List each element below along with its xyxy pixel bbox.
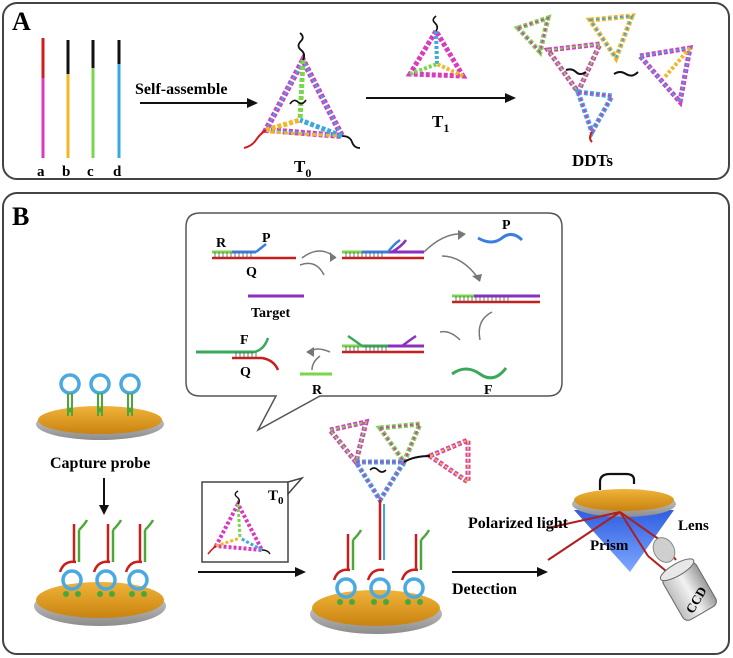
bubble-arrows — [299, 230, 493, 371]
ddt-cluster — [513, 13, 694, 143]
bubble-r-bottom-label: R — [312, 383, 323, 398]
detection-chip — [310, 529, 442, 634]
strand-label-b: b — [62, 164, 70, 180]
f-strand-right — [451, 367, 508, 380]
lens — [652, 537, 676, 563]
self-assemble-label: Self-assemble — [135, 81, 227, 98]
t0-label: T0 — [294, 157, 311, 180]
panel-b-letter: B — [12, 202, 29, 231]
bubble-q-label: Q — [246, 265, 257, 280]
bubble-target-label: Target — [251, 306, 290, 321]
bubble-p-right-label: P — [502, 218, 511, 233]
panel-a-letter: A — [12, 7, 31, 36]
strand-label-c: c — [87, 164, 94, 180]
panel-a: A a b c d Self-assemble — [2, 2, 730, 180]
f-bound-duplex — [342, 334, 424, 354]
hybridized-chip — [34, 519, 166, 626]
ccd-camera — [659, 558, 717, 621]
bubble-p-label: P — [262, 231, 271, 246]
bubble-f-left-label: F — [240, 333, 249, 348]
detection-label: Detection — [452, 581, 517, 598]
chip-ddt-cluster — [325, 418, 471, 560]
t0-inset-label: T0 — [268, 488, 284, 507]
prism-label: Prism — [590, 538, 629, 554]
bubble-r-label: R — [216, 236, 227, 251]
spr-optics — [547, 472, 717, 621]
middle-duplex — [342, 238, 424, 260]
capture-probe-label: Capture probe — [50, 455, 150, 472]
t0-tetrahedron — [243, 32, 361, 149]
target-duplex — [452, 294, 540, 304]
down-arrow — [99, 478, 109, 515]
ddt-label: DDTs — [572, 151, 613, 170]
bubble-f-right-label: F — [484, 383, 493, 398]
bubble-q-left-label: Q — [240, 365, 251, 380]
strand-label-d: d — [113, 164, 122, 180]
t0-inset — [201, 476, 305, 563]
t1-arrow — [366, 93, 516, 103]
rpq-duplex — [212, 243, 296, 260]
self-assemble-arrow — [140, 98, 258, 108]
released-p-strand — [477, 233, 524, 244]
panel-b: B R P Q — [2, 192, 730, 655]
fq-hairpin — [196, 337, 280, 371]
panel-a-frame — [2, 2, 730, 180]
t1-label: T1 — [432, 112, 449, 135]
hybridize-arrow — [198, 567, 306, 577]
strand-label-a: a — [37, 164, 45, 180]
polarized-light-label: Polarized light — [468, 515, 569, 532]
capture-probe-chip — [36, 373, 164, 440]
detection-arrow — [452, 567, 548, 577]
lens-label: Lens — [678, 518, 709, 534]
t1-tetrahedron — [405, 15, 468, 79]
